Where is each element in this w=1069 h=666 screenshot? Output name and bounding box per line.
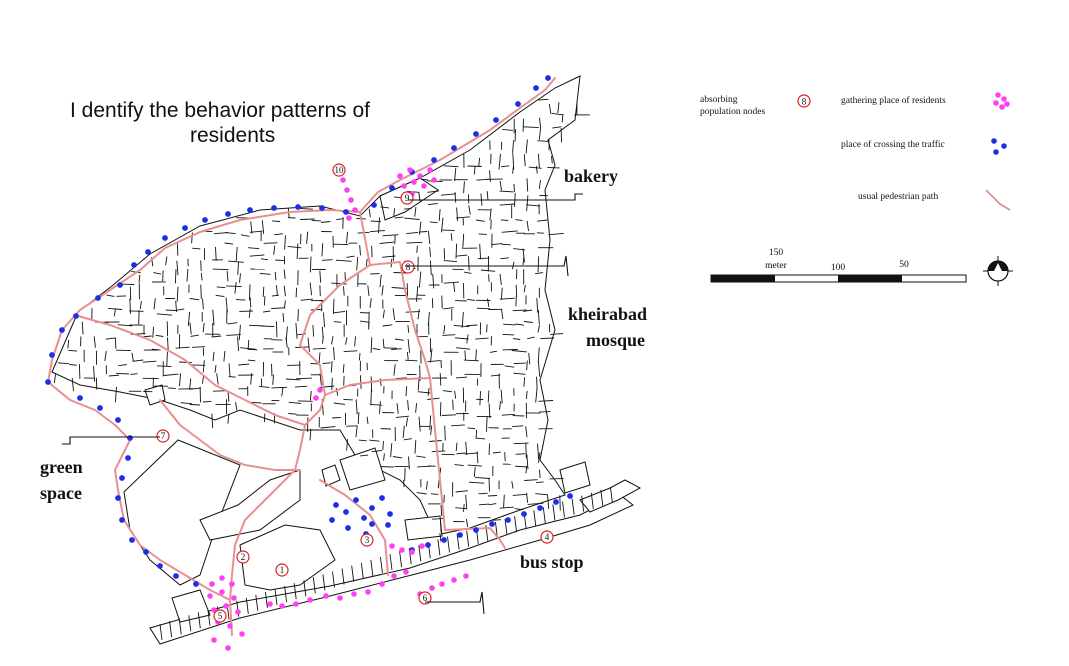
bakery-label: bakery: [564, 166, 618, 186]
node-marker: 4: [540, 530, 554, 544]
bus-stop-label: bus stop: [520, 552, 584, 572]
pedestrian-paths: [47, 77, 556, 636]
node-marker: 10: [332, 163, 346, 177]
green-space-label-line2: space: [40, 483, 82, 503]
neighbourhood-outline: [51, 75, 581, 536]
node-number: 1: [280, 565, 285, 575]
node-marker: 6: [418, 591, 432, 605]
node-number: 8: [406, 262, 411, 272]
node-marker: 3: [360, 533, 374, 547]
south-lot: [404, 515, 443, 541]
legend-nodes-label-line1: absorbing: [700, 95, 738, 105]
gathering-dots: [207, 167, 469, 651]
node6-pointer: [425, 591, 485, 615]
node-marker: 1: [275, 563, 289, 577]
market-block: [199, 469, 301, 541]
mosque-pointer: [405, 255, 569, 277]
southwest-corner-block: [171, 589, 211, 623]
school-block: [239, 524, 336, 591]
pedestrian-path-east: [369, 261, 446, 531]
mosque-label-line2: mosque: [586, 330, 645, 350]
scale-tick-50: 50: [899, 260, 909, 270]
scale-tick-150: 150: [769, 248, 784, 258]
pedestrian-path-southeast: [319, 479, 389, 576]
node-marker: 9: [400, 191, 414, 205]
green-space-label-line1: green: [40, 457, 83, 477]
legend-pedestrian-symbol: [985, 189, 1011, 211]
mosque-label-line1: kheirabad: [568, 304, 647, 324]
legend-crossing-label: place of crossing the traffic: [841, 139, 945, 150]
bakery-pointer: [408, 193, 583, 201]
node-number: 9: [405, 193, 410, 203]
node-number: 6: [423, 593, 428, 603]
label-pointers: [62, 193, 583, 615]
east-strip-block: [579, 479, 642, 513]
node-number: 7: [161, 431, 166, 441]
node-marker: 7: [156, 429, 170, 443]
node-marker: 5: [213, 609, 227, 623]
legend-nodes-label-line2: population nodes: [700, 107, 765, 117]
node-number: 3: [365, 535, 370, 545]
node-number: 10: [335, 165, 345, 175]
pedestrian-path-inner-west: [77, 315, 326, 426]
north-arrow: [983, 256, 1013, 286]
pedestrian-path-green-link: [159, 399, 301, 471]
scale-bar: 150 meter 100 50: [710, 248, 967, 283]
pedestrian-path-outer: [47, 77, 556, 383]
legend-gathering-label: gathering place of residents: [841, 95, 946, 106]
node-marker: 8: [401, 260, 415, 274]
scale-unit: meter: [765, 261, 787, 271]
node-number: 2: [241, 552, 246, 562]
node-number: 4: [545, 532, 550, 542]
east-corner-block: [559, 461, 591, 494]
legend-pedestrian-label: usual pedestrian path: [858, 192, 938, 202]
svg-text:8: 8: [802, 97, 807, 107]
map-legend: absorbing population nodes 8 gathering p…: [700, 92, 1011, 211]
node-markers: 1 2 3 4 5 6 7 8 9 10: [156, 163, 554, 623]
south-strip-block: [149, 494, 634, 645]
legend-node-symbol: 8: [797, 94, 811, 108]
pedestrian-path-core: [299, 211, 431, 396]
legend-crossing-symbol: [991, 138, 1007, 155]
pedestrian-path-southwest: [47, 381, 231, 601]
scale-tick-100: 100: [831, 263, 846, 273]
node-marker: 2: [236, 550, 250, 564]
map-title-line2: residents: [190, 124, 275, 147]
small-lot-2: [321, 464, 341, 487]
neighbourhood-blocks: [51, 75, 642, 645]
pedestrian-path-south: [229, 424, 306, 636]
node-number: 5: [218, 611, 223, 621]
courtyard-block: [339, 447, 386, 491]
parcel-lines: [53, 98, 613, 641]
legend-gathering-symbol: [993, 92, 1010, 110]
map-title-line1: I dentify the behavior patterns of: [70, 99, 370, 122]
pedestrian-path-bus: [444, 527, 506, 549]
green-space-pointer: [62, 436, 160, 445]
